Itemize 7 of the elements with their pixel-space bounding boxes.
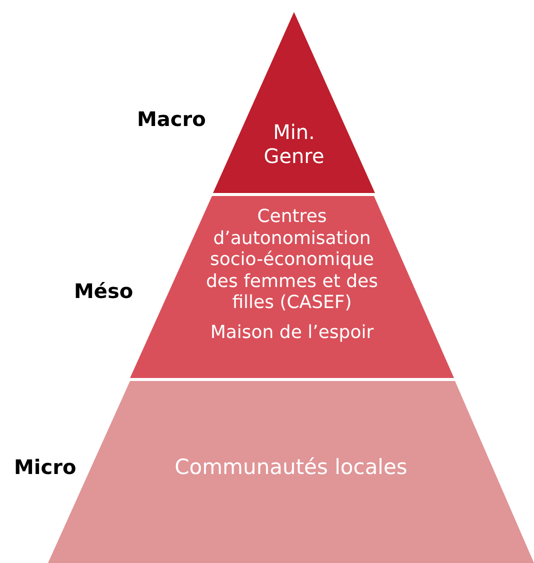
level-label: Micro [14,454,76,481]
level-label: Macro [137,106,206,133]
tier-text: Min. Genre [262,120,326,168]
level-label: Méso [74,278,134,305]
tier-text: Maison de l’espoir [210,322,374,344]
tier-text: Communautés locales [174,455,408,480]
tier-text: Centres d’autonomisation socio-économique des femmes et des filles (CASEF) [205,206,379,314]
